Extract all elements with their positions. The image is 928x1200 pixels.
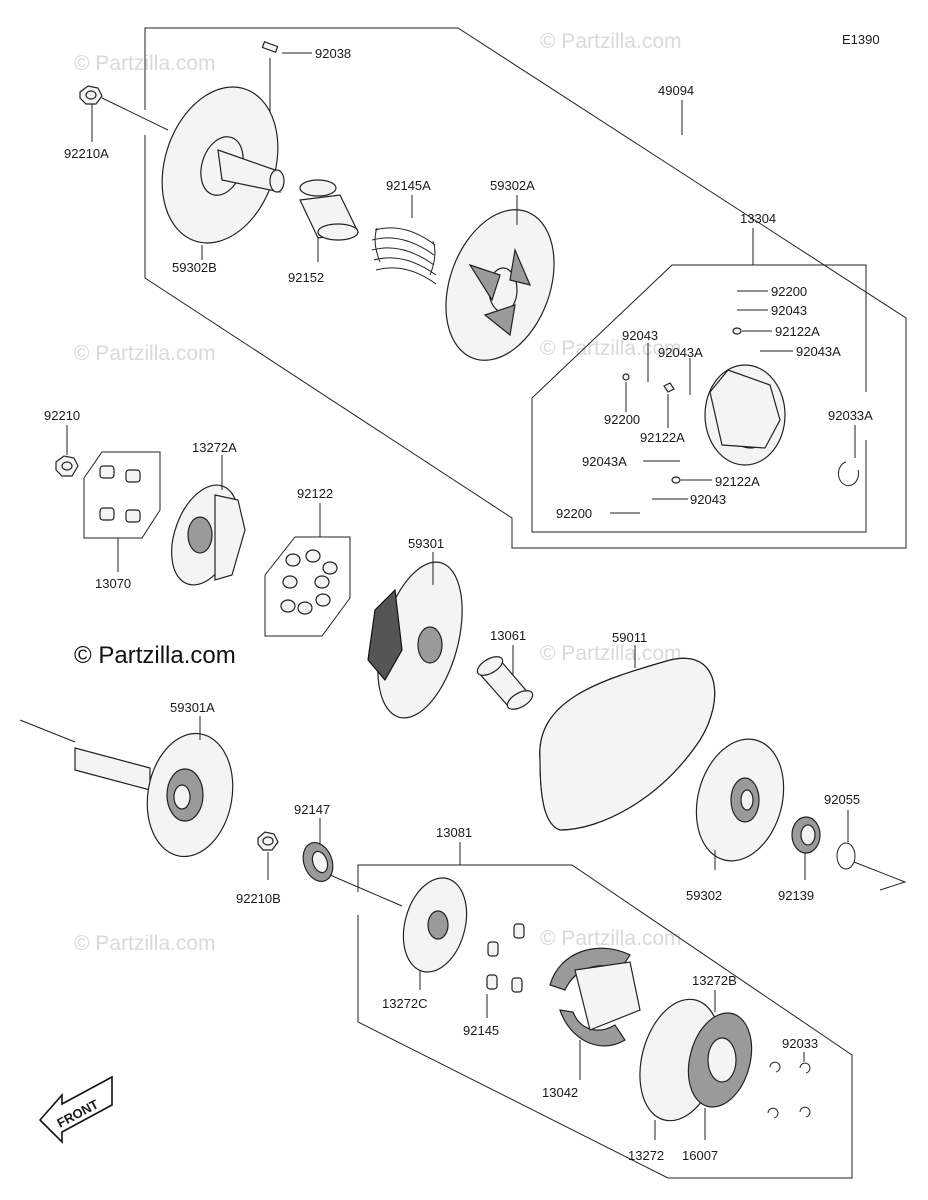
sliders-13070: [83, 451, 161, 572]
label-92055: 92055: [824, 792, 860, 807]
label-92033: 92033: [782, 1036, 818, 1051]
watermark-2: © Partzilla.com: [540, 30, 682, 53]
label-92043-a: 92043: [771, 303, 807, 318]
spring-92145A: [371, 195, 437, 285]
clutch-shoes-13042: [549, 947, 641, 1080]
group-outline-13304-b: [531, 398, 867, 533]
label-13272C: 13272C: [382, 996, 428, 1011]
watermark-7: © Partzilla.com: [540, 927, 682, 950]
label-59011: 59011: [612, 630, 647, 645]
nut-92210B: [257, 831, 279, 880]
nut-92210A: [79, 85, 169, 142]
label-92038: 92038: [315, 46, 351, 61]
circlip-92033A: [838, 425, 859, 487]
watermark-main: © Partzilla.com: [74, 642, 236, 669]
watermark-6: © Partzilla.com: [74, 932, 216, 955]
sheave-59301: [367, 552, 463, 719]
front-arrow: FRONT: [38, 1075, 113, 1144]
group-outline-13304: [531, 264, 867, 399]
label-92147: 92147: [294, 802, 330, 817]
sheave-59302A: [445, 195, 555, 361]
label-13272A: 13272A: [192, 440, 237, 455]
watermark-4: © Partzilla.com: [540, 337, 682, 360]
label-92122A-c: 92122A: [715, 474, 760, 489]
springs-92145: [486, 923, 525, 1018]
label-92122A-a: 92122A: [775, 324, 820, 339]
label-92145: 92145: [463, 1023, 499, 1038]
label-92210A: 92210A: [64, 146, 109, 161]
fan-59302: [695, 738, 785, 870]
label-59302: 59302: [686, 888, 722, 903]
label-59302A: 59302A: [490, 178, 535, 193]
label-16007: 16007: [682, 1148, 718, 1163]
spider-13304: [704, 364, 786, 466]
diagram-code: E1390: [842, 32, 880, 47]
watermark-3: © Partzilla.com: [74, 342, 216, 365]
label-92043A-b: 92043A: [658, 345, 703, 360]
label-13272: 13272: [628, 1148, 664, 1163]
label-92210B: 92210B: [236, 891, 281, 906]
oring-92055: [836, 810, 907, 891]
label-13304: 13304: [740, 211, 776, 226]
label-92043A-c: 92043A: [582, 454, 627, 469]
sheave-59302B: [161, 86, 285, 260]
label-92122: 92122: [297, 486, 333, 501]
label-92200-b: 92200: [604, 412, 640, 427]
label-92043A-a: 92043A: [796, 344, 841, 359]
label-92043-b: 92043: [622, 328, 658, 343]
label-92122A-b: 92122A: [640, 430, 685, 445]
label-59302B: 59302B: [172, 260, 217, 275]
ramp-plate-13272A: [171, 455, 246, 586]
seal-92139: [791, 816, 821, 880]
rollers-92122: [264, 503, 351, 637]
label-92043-c: 92043: [690, 492, 726, 507]
bearing-92147: [302, 818, 403, 907]
label-59301: 59301: [408, 536, 444, 551]
label-13081: 13081: [436, 825, 472, 840]
nut-92210: [55, 425, 79, 477]
label-92139: 92139: [778, 888, 814, 903]
label-13042: 13042: [542, 1085, 578, 1100]
drum-13272B: [687, 990, 753, 1140]
label-49094: 49094: [658, 83, 694, 98]
drive-plate-13272C: [402, 877, 468, 990]
label-92200-a: 92200: [771, 284, 807, 299]
watermarks: © Partzilla.com © Partzilla.com © Partzi…: [74, 30, 682, 955]
belt-59011: [539, 645, 716, 831]
label-59301A: 59301A: [170, 700, 215, 715]
watermark-5: © Partzilla.com: [540, 642, 682, 665]
label-13272B: 13272B: [692, 973, 737, 988]
label-92210: 92210: [44, 408, 80, 423]
collar-13061: [476, 645, 534, 710]
bushing-92152: [299, 179, 359, 262]
label-92145A: 92145A: [386, 178, 431, 193]
label-92033A: 92033A: [828, 408, 873, 423]
label-92152: 92152: [288, 270, 324, 285]
snaprings-92033: [767, 1052, 811, 1119]
sheave-59301A: [19, 716, 234, 858]
label-13061: 13061: [490, 628, 526, 643]
label-92200-c: 92200: [556, 506, 592, 521]
group-outline-13081: [357, 864, 853, 1179]
group-outline-49094: [144, 27, 907, 549]
hardware-13304: [610, 290, 793, 514]
label-13070: 13070: [95, 576, 131, 591]
